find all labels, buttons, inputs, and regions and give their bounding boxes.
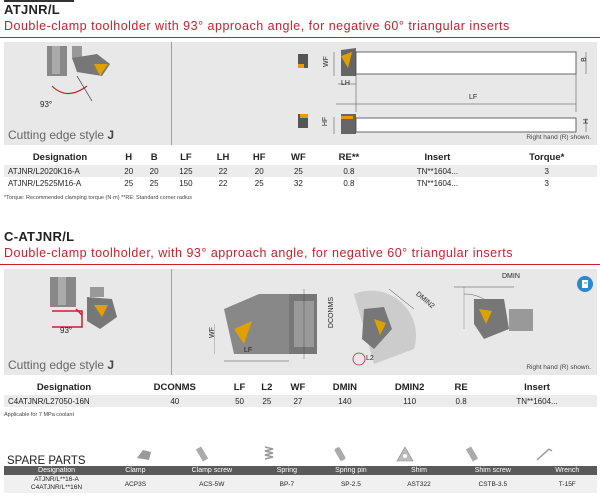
col-header: WF — [291, 152, 306, 163]
technical-drawing-icon — [298, 48, 587, 134]
toolholder-sketch-icon — [47, 46, 110, 102]
col-header: LH — [216, 152, 230, 163]
col-header: Designation — [4, 466, 109, 475]
col-header: WF — [290, 382, 306, 393]
spec-table-c-atjnr: Designation DCONMS LF L2 WF DMIN DMIN2 R… — [4, 380, 597, 407]
spec-table-atjnr: Designation H B LF LH HF WF RE** Insert … — [4, 150, 597, 189]
torque-note: *Torque: Recommended clamping torque (N·… — [4, 195, 193, 201]
table-row: ATJNR/L2020K16-A 20 20 125 22 20 25 0.8 … — [4, 165, 597, 177]
right-hand-note: Right hand (R) shown. — [526, 364, 591, 371]
table-row: C4ATJNR/L27050-16N 40 50 25 27 140 110 0… — [4, 395, 597, 407]
diagram-divider — [171, 42, 172, 145]
dim-wf: WF — [322, 56, 330, 67]
toolholder-sketch-icon — [50, 277, 117, 329]
spring-icon — [264, 446, 274, 460]
dim-lh: LH — [341, 80, 350, 87]
cutting-edge-label: Cutting edge style J — [8, 358, 115, 372]
dim-h: H — [583, 118, 591, 125]
coolant-icon — [577, 276, 593, 292]
clamp-icon — [137, 450, 151, 460]
col-header: Insert — [424, 152, 451, 163]
col-header: DCONMS — [153, 382, 196, 393]
col-header: Spring — [261, 466, 312, 475]
diagram-divider — [171, 269, 172, 375]
col-header: DMIN — [332, 382, 358, 393]
red-divider — [0, 37, 600, 38]
col-header: Designation — [32, 152, 88, 163]
spring-pin-icon — [334, 447, 346, 461]
spare-parts-title: SPARE PARTS — [7, 455, 86, 467]
diagram-box-atjnr: 93° WF B LH LF HF H Cutting edge style J… — [4, 42, 597, 145]
angle-label: 93° — [40, 100, 53, 109]
col-header: H — [125, 152, 133, 163]
coolant-note: Applicable for 7 MPa coolant — [4, 412, 75, 418]
diagram-box-c-atjnr: 93° DCONMS WF LF DMIN2 L2 DMIN Cutting e… — [4, 269, 597, 375]
dim-wf: WF — [208, 327, 216, 338]
section-title-c-atjnr: C-ATJNR/L — [4, 229, 75, 244]
section-subtitle-atjnr: Double-clamp toolholder with 93° approac… — [4, 19, 510, 33]
table-row: ATJNR/L**16-A C4ATJNR/L**16N ACP3S ACS-5… — [4, 475, 597, 493]
technical-drawing-icon — [214, 286, 533, 366]
red-divider — [0, 264, 600, 265]
shim-icon — [396, 446, 414, 462]
col-header: LF — [233, 382, 246, 393]
dim-lf: LF — [469, 94, 478, 101]
dim-lf: LF — [244, 347, 253, 354]
dim-dmin: DMIN — [502, 273, 520, 280]
dim-l2: L2 — [366, 355, 374, 362]
col-header: Wrench — [537, 466, 597, 475]
col-header: Designation — [36, 382, 92, 393]
cutting-edge-label: Cutting edge style J — [8, 128, 115, 142]
col-header: RE** — [338, 152, 360, 163]
section-subtitle-c-atjnr: Double-clamp toolholder, with 93° approa… — [4, 246, 514, 260]
col-header: Spring pin — [311, 466, 390, 475]
col-header: Torque* — [529, 152, 565, 163]
dim-hf: HF — [322, 116, 330, 127]
dim-b: B — [580, 57, 588, 62]
col-header: Shim screw — [448, 466, 538, 475]
section-title-atjnr: ATJNR/L — [4, 2, 61, 17]
top-header-fragment — [4, 0, 74, 2]
col-header: Clamp — [109, 466, 162, 475]
col-header: Shim — [389, 466, 449, 475]
shim-screw-icon — [465, 446, 479, 462]
col-header: L2 — [261, 382, 273, 393]
col-header: Clamp screw — [161, 466, 262, 475]
col-header: RE — [454, 382, 468, 393]
col-header: DMIN2 — [394, 382, 425, 393]
col-header: LF — [180, 152, 192, 163]
wrench-icon — [536, 448, 553, 461]
clamp-screw-icon — [195, 446, 209, 462]
col-header: Insert — [524, 382, 550, 393]
table-row: ATJNR/L2525M16-A 25 25 150 22 25 32 0.8 … — [8, 178, 549, 188]
angle-label: 93° — [60, 326, 73, 335]
dim-dconms: DCONMS — [328, 296, 336, 329]
col-header: B — [150, 152, 158, 163]
right-hand-note: Right hand (R) shown. — [526, 134, 591, 141]
spare-parts-table: Designation Clamp Clamp screw Spring Spr… — [4, 466, 597, 493]
col-header: HF — [252, 152, 266, 163]
